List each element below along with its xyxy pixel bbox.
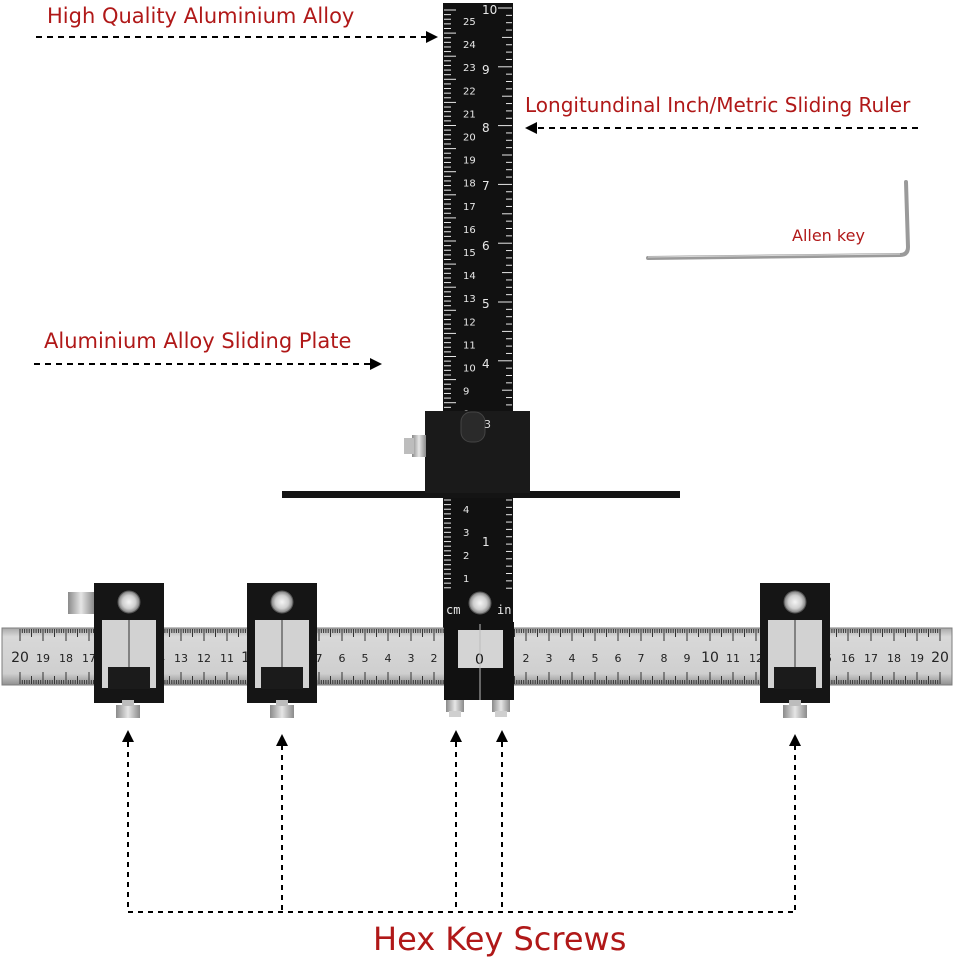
h-right-label: 16	[841, 652, 855, 665]
sliding-plate[interactable]: 3	[282, 411, 680, 498]
arrow-alloy-head	[426, 31, 438, 43]
cm-label: 13	[463, 294, 476, 305]
center-block: 0	[444, 591, 514, 700]
h-right-label: 18	[887, 652, 901, 665]
clamp-left[interactable]	[68, 583, 164, 718]
inch-label: 4	[482, 357, 490, 371]
cm-label: 18	[463, 179, 476, 190]
hex-key-screw-clamp-1[interactable]	[116, 705, 140, 718]
label-allen-key: Allen key	[792, 226, 865, 245]
cm-label: 16	[463, 225, 476, 236]
cm-label: 25	[463, 17, 476, 28]
cm-lower-label: 2	[463, 551, 469, 562]
h-right-label: 19	[910, 652, 924, 665]
cm-lower-label: 3	[463, 528, 469, 539]
h-right-label: 9	[684, 652, 691, 665]
clamp-middle[interactable]	[247, 583, 317, 718]
h-right-label: 6	[615, 652, 622, 665]
arrow-sliding-plate-head	[370, 358, 382, 370]
cm-lower-label: 4	[463, 505, 469, 516]
arrow-sliding-ruler-head	[525, 122, 537, 134]
hex-key-screw-clamp-2[interactable]	[270, 705, 294, 718]
cm-label: 17	[463, 202, 476, 213]
svg-text:3: 3	[484, 418, 491, 431]
inch-label: 9	[482, 63, 490, 77]
cm-unit-label: cm	[446, 603, 460, 617]
inch-label: 10	[482, 3, 497, 17]
cm-label: 21	[463, 109, 476, 120]
h-right-label: 20	[931, 650, 949, 666]
h-left-label: 13	[174, 652, 188, 665]
cm-label: 11	[463, 340, 476, 351]
h-left-label: 17	[82, 652, 96, 665]
hex-key-screw-clamp-3[interactable]	[783, 705, 807, 718]
h-right-label: 11	[726, 652, 740, 665]
screw-connector-heads	[122, 730, 801, 746]
cm-label: 22	[463, 86, 476, 97]
h-left-label: 5	[362, 652, 369, 665]
h-right-label: 2	[523, 652, 530, 665]
hex-key-screw-3[interactable]	[446, 700, 464, 712]
label-sliding-plate: Aluminium Alloy Sliding Plate	[44, 329, 352, 353]
inch-label: 7	[482, 179, 490, 193]
label-sliding-ruler: Longitundinal Inch/Metric Sliding Ruler	[525, 93, 911, 117]
cm-label: 10	[463, 364, 476, 375]
cm-label: 24	[463, 40, 476, 51]
h-left-label: 20	[11, 650, 29, 666]
h-left-label: 2	[431, 652, 438, 665]
in-unit-label: in	[497, 603, 511, 617]
vertical-ruler: 25242322212019181716151413121110984321 1…	[443, 3, 513, 631]
h-right-label: 12	[749, 652, 763, 665]
cm-label: 20	[463, 133, 476, 144]
h-right-label: 7	[638, 652, 645, 665]
h-left-label: 3	[408, 652, 415, 665]
inch-label: 1	[482, 535, 490, 549]
inch-label: 5	[482, 297, 490, 311]
screw-connectors	[127, 742, 796, 913]
label-alloy: High Quality Aluminium Alloy	[47, 4, 355, 28]
cm-label: 15	[463, 248, 476, 259]
label-hex-key-screws: Hex Key Screws	[373, 920, 627, 958]
h-left-label: 19	[36, 652, 50, 665]
sliding-plate-knob[interactable]	[412, 435, 426, 457]
cm-label: 9	[463, 387, 469, 398]
center-zero: 0	[475, 652, 484, 668]
h-left-label: 7	[316, 652, 323, 665]
inch-label: 6	[482, 239, 490, 253]
hex-key-screw-4[interactable]	[492, 700, 510, 712]
h-right-label: 4	[569, 652, 576, 665]
inch-label: 8	[482, 121, 490, 135]
h-left-label: 4	[385, 652, 392, 665]
clamp-side-knob[interactable]	[68, 592, 94, 614]
cm-label: 14	[463, 271, 476, 282]
h-right-label: 8	[661, 652, 668, 665]
h-right-label: 10	[701, 650, 719, 666]
h-left-label: 11	[220, 652, 234, 665]
h-right-label: 3	[546, 652, 553, 665]
h-left-label: 6	[339, 652, 346, 665]
h-left-label: 12	[197, 652, 211, 665]
cm-label: 23	[463, 63, 476, 74]
center-screws	[446, 700, 510, 717]
h-right-label: 5	[592, 652, 599, 665]
cm-label: 12	[463, 317, 476, 328]
h-left-label: 18	[59, 652, 73, 665]
allen-key-illustration	[646, 180, 911, 260]
h-right-label: 17	[864, 652, 878, 665]
clamp-right[interactable]	[760, 583, 830, 718]
cm-label: 19	[463, 156, 476, 167]
cm-lower-label: 1	[463, 574, 469, 585]
